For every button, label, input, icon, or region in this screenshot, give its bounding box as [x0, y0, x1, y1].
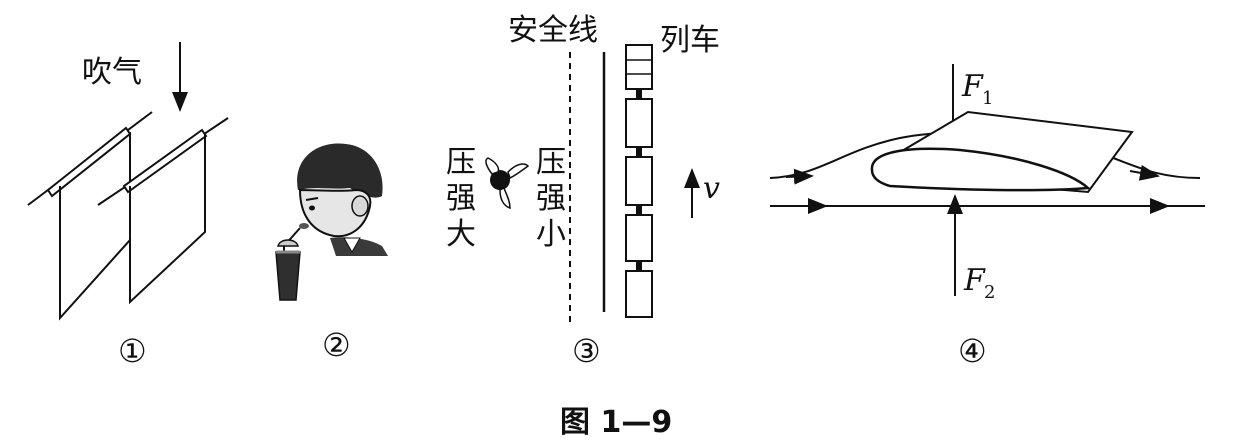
boy-collar [343, 237, 361, 254]
train-coupler-2 [636, 147, 642, 157]
person-head [490, 170, 510, 190]
train-coupler-3 [636, 205, 642, 215]
person-arm-right [507, 163, 530, 180]
blow-label: 吹气 [82, 55, 142, 90]
panel-2-straw-drink: ② [275, 143, 388, 364]
train-coupler-1 [636, 89, 642, 99]
figure-caption: 图 1—9 [560, 405, 672, 440]
velocity-label: v [703, 171, 720, 206]
upper-streamline-arrow-in [785, 168, 814, 185]
low-pressure-char-2: 强 [536, 181, 566, 216]
cup-lid [277, 239, 299, 247]
safety-line-label: 安全线 [508, 13, 598, 48]
person-leg [499, 186, 511, 210]
panel-3-train-safety: 安全线 列车 v 压 强 大 压 强 小 ③ [446, 13, 720, 370]
person-arm-top [485, 157, 500, 175]
panel-4-wing-airflow: F 1 F 2 ④ [769, 64, 1205, 370]
left-rod-sleeve [46, 126, 132, 198]
train-car-5 [625, 270, 653, 318]
high-pressure-char-3: 大 [446, 217, 476, 252]
train-coupler-4 [636, 261, 642, 271]
train-car-4 [625, 214, 653, 262]
panel-3-number: ③ [572, 332, 601, 370]
train-car-front [625, 44, 653, 90]
force-f2-label: F [963, 263, 986, 298]
train-car-2 [625, 98, 653, 148]
cup-body [275, 251, 301, 301]
force-f2-subscript: 2 [984, 282, 995, 303]
low-pressure-char-3: 小 [536, 217, 566, 252]
boy-suit [330, 237, 388, 256]
train-label: 列车 [660, 23, 720, 58]
panel-2-number: ② [322, 326, 351, 364]
panel-1-paper-blowing: 吹气 ① [27, 42, 229, 370]
high-pressure-char-1: 压 [446, 145, 476, 180]
force-f1-label: F [961, 69, 984, 104]
upper-streamline-arrow-out [1129, 164, 1160, 181]
boy-ear [351, 195, 369, 217]
boy-hair [297, 143, 383, 198]
low-pressure-char-1: 压 [536, 145, 566, 180]
boy-eye [309, 205, 315, 211]
right-rod-sleeve [122, 128, 208, 194]
train-car-3 [625, 156, 653, 206]
force-f1-subscript: 1 [982, 88, 993, 109]
high-pressure-char-2: 强 [446, 181, 476, 216]
right-paper [129, 134, 206, 305]
panel-1-number: ① [118, 332, 147, 370]
panel-4-number: ④ [958, 332, 987, 370]
airfoil [870, 147, 1092, 192]
boy-brow [305, 197, 319, 201]
boy-mouth [299, 223, 309, 229]
